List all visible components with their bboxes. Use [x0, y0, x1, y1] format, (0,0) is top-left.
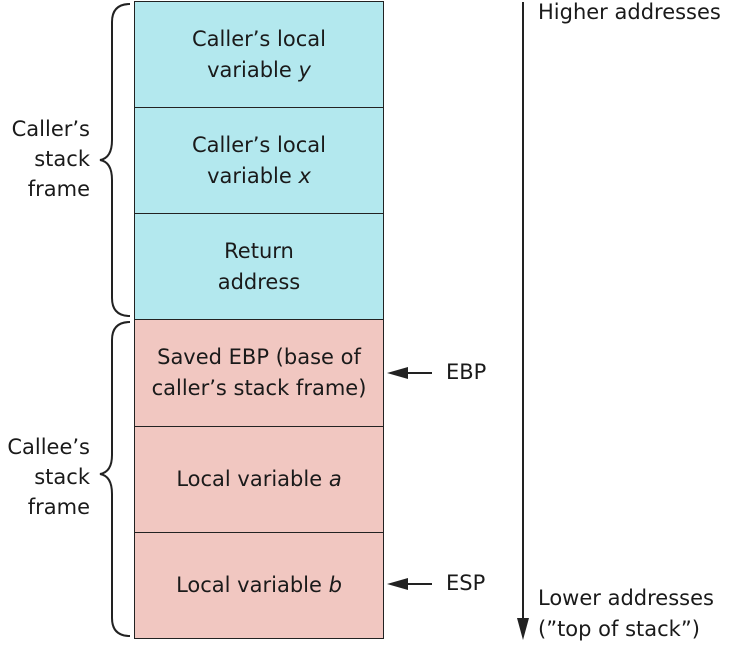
- higher-addresses-label: Higher addresses: [538, 0, 721, 24]
- esp-arrow: [387, 578, 432, 590]
- label-line: Caller’s: [11, 117, 90, 141]
- cell-text: address: [217, 269, 301, 294]
- ebp-arrow: [387, 367, 432, 379]
- ebp-label: EBP: [446, 360, 487, 384]
- variable-name: x: [298, 163, 311, 188]
- callee-frame-brace: [99, 321, 131, 637]
- cell-text: Return: [224, 238, 294, 263]
- variable-name: b: [328, 573, 342, 597]
- address-direction-arrow: [517, 2, 529, 640]
- label-line: Callee’s: [7, 435, 90, 459]
- cell-text: Local variable: [176, 467, 329, 491]
- stack-cell-caller-var-y: Caller’s local variable y: [134, 1, 384, 108]
- variable-name: y: [298, 57, 311, 82]
- label-line: frame: [27, 495, 90, 519]
- stack-cell-return-address: Return address: [134, 214, 384, 320]
- label-line: (”top of stack”): [538, 617, 700, 641]
- callee-frame-label: Callee’s stack frame: [0, 432, 90, 522]
- label-line: stack: [34, 147, 90, 171]
- cell-text: variable: [207, 57, 299, 82]
- lower-addresses-label: Lower addresses (”top of stack”): [538, 583, 714, 645]
- cell-text: Local variable: [176, 573, 329, 597]
- esp-label: ESP: [446, 571, 486, 595]
- label-line: frame: [27, 177, 90, 201]
- stack-cell-local-a: Local variable a: [134, 427, 384, 533]
- stack-cell-local-b: Local variable b: [134, 533, 384, 639]
- stack-cell-saved-ebp: Saved EBP (base of caller’s stack frame): [134, 320, 384, 427]
- cell-text: Saved EBP (base of: [157, 345, 361, 369]
- label-line: stack: [34, 465, 90, 489]
- cell-text: variable: [207, 163, 299, 188]
- cell-text: Caller’s local: [192, 26, 326, 51]
- caller-frame-brace: [99, 3, 131, 317]
- caller-frame-label: Caller’s stack frame: [0, 114, 90, 204]
- label-line: Lower addresses: [538, 586, 714, 610]
- stack-cell-caller-var-x: Caller’s local variable x: [134, 108, 384, 214]
- cell-text: Caller’s local: [192, 132, 326, 157]
- variable-name: a: [328, 467, 342, 491]
- cell-text: caller’s stack frame): [151, 376, 367, 400]
